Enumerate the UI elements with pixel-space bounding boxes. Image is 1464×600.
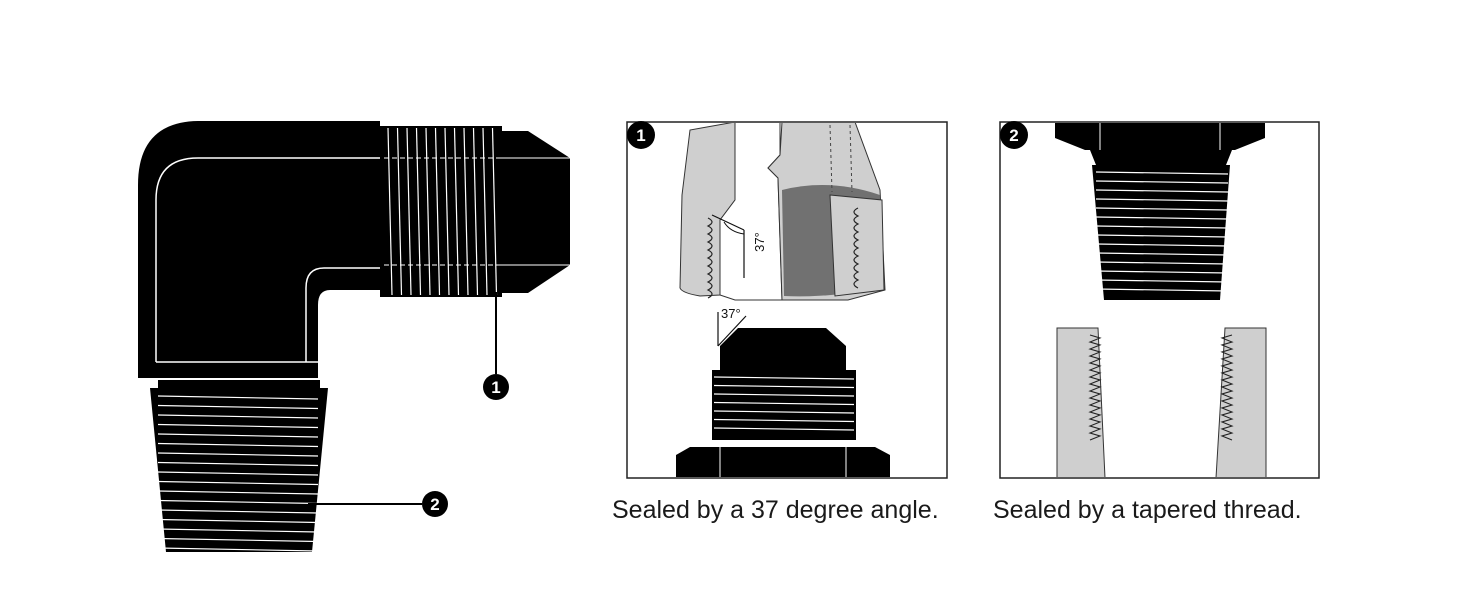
thread-ridge (1095, 180, 1229, 184)
thread-ridge (713, 401, 855, 406)
caption-flare-seal: Sealed by a 37 degree angle. (612, 496, 939, 524)
thread-ridge (157, 423, 319, 429)
thread-ridge (1095, 234, 1229, 238)
svg-text:2: 2 (430, 495, 439, 514)
thread-ridge (713, 410, 855, 414)
caption-tapered-seal: Sealed by a tapered thread. (993, 496, 1302, 524)
callout-badge-2: 2 (422, 491, 448, 517)
svg-text:1: 1 (636, 126, 645, 145)
svg-text:2: 2 (1009, 126, 1018, 145)
port-thread-left (1088, 334, 1102, 441)
thread-ridge (1095, 252, 1229, 256)
thread-ridge (1095, 270, 1229, 274)
elbow-highlight (155, 157, 380, 362)
thread-ridge (157, 461, 319, 467)
thread-ridge (472, 127, 479, 296)
thread-ridge (157, 395, 319, 400)
thread-ridge (713, 376, 855, 380)
male-tapered-thread (1092, 165, 1230, 300)
hex-nut (1055, 123, 1265, 150)
npt-thread (150, 380, 328, 552)
thread-ridge (396, 127, 403, 296)
thread-ridge (434, 127, 441, 296)
male-flare-nose (720, 328, 846, 370)
thread-ridge (1095, 198, 1229, 202)
thread-ridge (1095, 207, 1229, 211)
thread-ridge (1095, 189, 1229, 193)
callout-badge-1: 1 (483, 374, 509, 400)
thread-ridge (157, 518, 319, 524)
thread-ridge (1095, 225, 1229, 229)
thread-ridge (713, 384, 855, 389)
flare-nose (500, 131, 570, 293)
thread-ridge (157, 499, 319, 505)
thread-ridge (415, 127, 422, 296)
panel2-badge: 2 (1000, 121, 1028, 149)
panel-flare-seal: 37° 37° 1 (626, 121, 948, 479)
thread-ridge (157, 537, 319, 543)
thread-ridge (157, 452, 319, 457)
port-wall-right (1215, 327, 1267, 477)
thread-ridge (157, 404, 319, 410)
thread-ridge (157, 528, 319, 533)
nut-thread-right (853, 207, 860, 289)
thread-ridge (157, 433, 319, 438)
thread-ridge (387, 127, 393, 296)
elbow-body (138, 121, 380, 378)
nut-thread-left (706, 217, 713, 299)
thread-ridge (1095, 171, 1229, 175)
thread-ridge (157, 490, 319, 495)
thread-ridge (453, 127, 460, 296)
thread-ridge (425, 127, 431, 296)
thread-ridge (157, 480, 319, 486)
thread-ridge (157, 442, 319, 448)
thread-ridge (463, 127, 469, 296)
angle-label-male: 37° (721, 306, 741, 321)
thread-ridge (713, 393, 855, 397)
thread-ridge (1095, 216, 1229, 220)
thread-ridge (713, 418, 855, 423)
thread-ridge (713, 427, 855, 431)
svg-text:1: 1 (491, 378, 500, 397)
angle-label-female: 37° (752, 232, 767, 252)
port-thread-right (1220, 334, 1234, 441)
port-wall-left (1056, 327, 1106, 477)
thread-ridge (1095, 288, 1229, 292)
thread-ridge (1095, 279, 1229, 283)
thread-ridge (157, 547, 319, 552)
flare-thread (380, 126, 570, 297)
panel1-badge: 1 (627, 121, 655, 149)
thread-ridge (157, 414, 319, 419)
thread-ridge (1095, 243, 1229, 247)
panel-tapered-seal: 2 (999, 121, 1320, 479)
male-hex (676, 447, 890, 477)
thread-ridge (491, 127, 498, 296)
thread-ridge (157, 471, 319, 476)
thread-ridge (406, 127, 412, 296)
thread-ridge (1095, 261, 1229, 265)
thread-ridge (482, 127, 488, 296)
thread-ridge (157, 509, 319, 514)
thread-ridge (444, 127, 450, 296)
elbow-fitting: 1 2 (138, 121, 570, 552)
